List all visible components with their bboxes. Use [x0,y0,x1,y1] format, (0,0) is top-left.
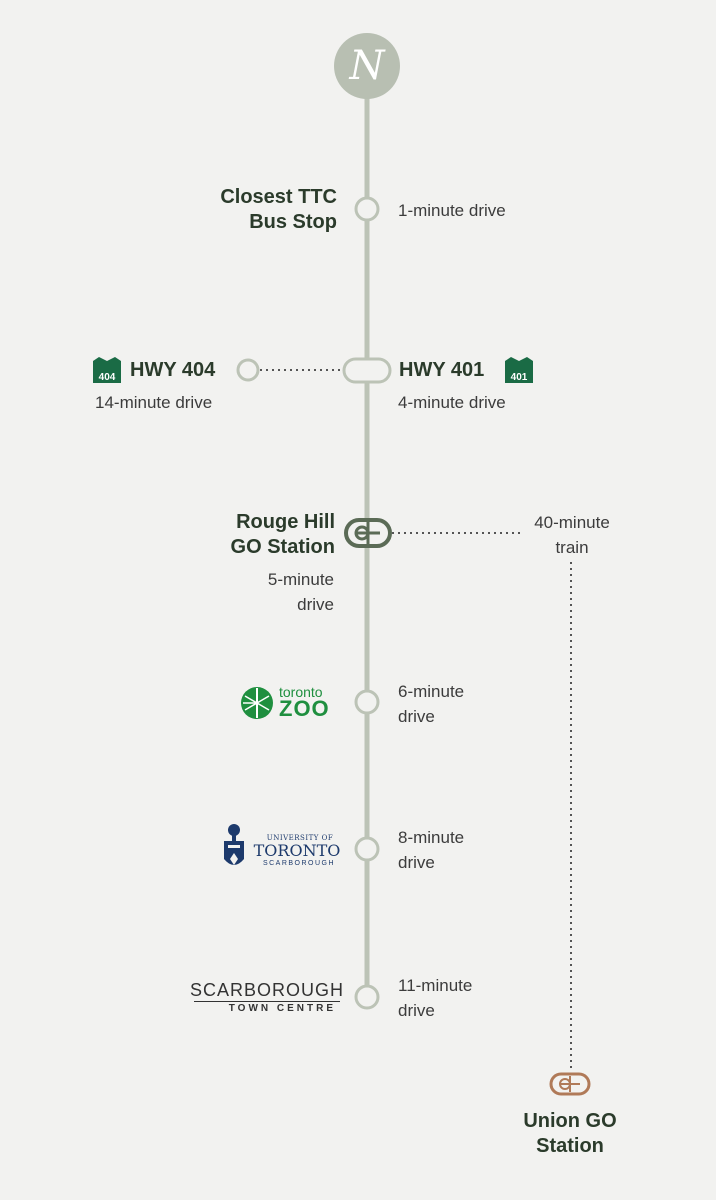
uoft-logo-sub: SCARBOROUGH [262,860,336,867]
svg-text:404: 404 [99,372,116,383]
stc-logo: SCARBOROUGH TOWN CENTRE [190,980,345,1020]
rouge-hill-time: 5-minute drive [200,567,334,617]
brand-monogram-icon: N [334,33,400,99]
uoft-time: 8-minute drive [398,825,464,875]
union-go-title: Union GO Station [500,1109,640,1159]
zoo-logo-big: ZOO [279,696,330,721]
stc-logo-divider [194,1001,340,1002]
hwy404-shield-icon: 404 [91,355,123,390]
bus-stop-time: 1-minute drive [398,201,506,220]
zoo-time: 6-minute drive [398,679,464,729]
stop-node-bus [354,196,380,222]
stop-node-hwy404 [236,358,260,382]
uoft-logo-big: TORONTO [253,841,341,860]
stop-node-uoft [354,836,380,862]
hwy404-label: HWY 404 [130,359,216,381]
hwy401-time: 4-minute drive [398,393,506,412]
uoft-time-line1: 8-minute [398,828,465,847]
uoft-scarborough-logo: UNIVERSITY OF TORONTO SCARBOROUGH [222,823,342,875]
zoo-emblem-icon [241,687,273,719]
stc-time-line1: 11-minute [398,976,473,995]
uoft-crest-icon [224,824,244,865]
stop-node-hwy401 [342,357,392,384]
stop-node-zoo [354,689,380,715]
union-go-title-line2: Station [536,1135,604,1157]
rouge-hill-title-line2: GO Station [230,536,335,558]
uoft-time-line2: drive [398,853,435,872]
toronto-zoo-logo: toronto ZOO [240,684,340,722]
hwy404-time: 14-minute drive [95,393,213,412]
rouge-hill-title-line1: Rouge Hill [236,511,335,533]
brand-monogram-letter: N [349,43,385,89]
bus-stop-title-line2: Bus Stop [249,211,337,233]
svg-text:401: 401 [511,372,528,383]
hwy401-label: HWY 401 [399,359,485,381]
bus-stop-title-line1: Closest TTC [220,186,337,208]
rouge-hill-title: Rouge Hill GO Station [180,510,335,560]
rouge-hill-time-line2: drive [297,595,334,614]
stc-time: 11-minute drive [398,973,472,1023]
train-time-line1: 40-minute [534,513,610,532]
uoft-logo-small: UNIVERSITY OF [266,834,334,842]
union-go-icon [549,1072,591,1096]
stop-node-stc [354,984,380,1010]
hwy401-shield-icon: 401 [503,355,535,390]
train-time: 40-minute train [520,510,624,560]
go-transit-icon [344,518,392,548]
stc-logo-sub: TOWN CENTRE [228,1003,336,1014]
union-go-title-line1: Union GO [523,1110,617,1132]
stc-logo-big: SCARBOROUGH [190,980,345,1000]
stc-time-line2: drive [398,1001,435,1020]
rouge-hill-time-line1: 5-minute [267,570,334,589]
zoo-time-line2: drive [398,707,435,726]
bus-stop-title: Closest TTC Bus Stop [180,185,337,235]
zoo-logo-small: toronto [279,684,323,700]
train-time-line2: train [555,538,589,557]
zoo-time-line1: 6-minute [398,682,465,701]
